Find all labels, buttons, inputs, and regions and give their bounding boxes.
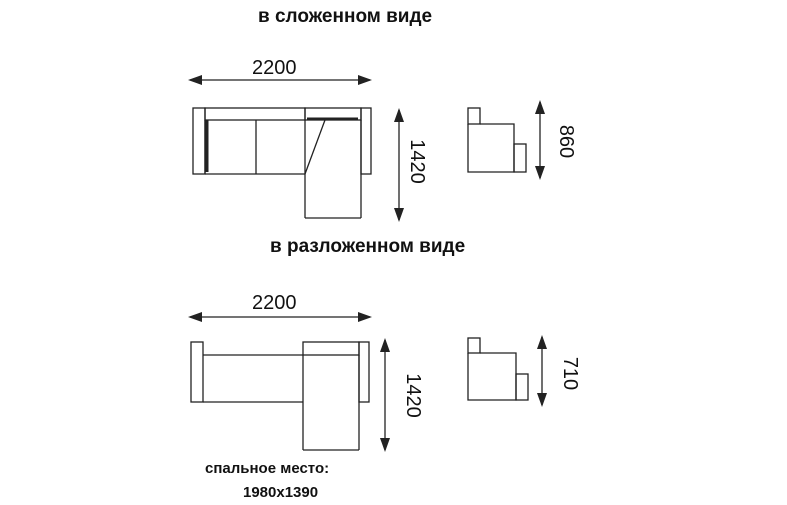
folded-side-height-dimension (535, 100, 545, 180)
folded-width-label: 2200 (252, 57, 297, 79)
unfolded-title: в разложенном виде (270, 236, 466, 257)
unfolded-width-label: 2200 (252, 292, 297, 314)
unfolded-side-profile (467, 337, 529, 401)
unfolded-sofa-plan (190, 341, 370, 451)
unfolded-side-height-dimension (537, 335, 547, 407)
folded-title: в сложенном виде (258, 6, 433, 27)
folded-sofa-plan (192, 107, 372, 219)
unfolded-width-dimension (188, 312, 372, 322)
sleeping-area-caption: спальное место: (205, 460, 330, 477)
sleeping-area-value: 1980x1390 (243, 484, 319, 501)
folded-depth-dimension (394, 108, 404, 222)
unfolded-depth-dimension (380, 338, 390, 452)
folded-side-profile (467, 107, 527, 173)
folded-width-dimension (188, 75, 372, 85)
